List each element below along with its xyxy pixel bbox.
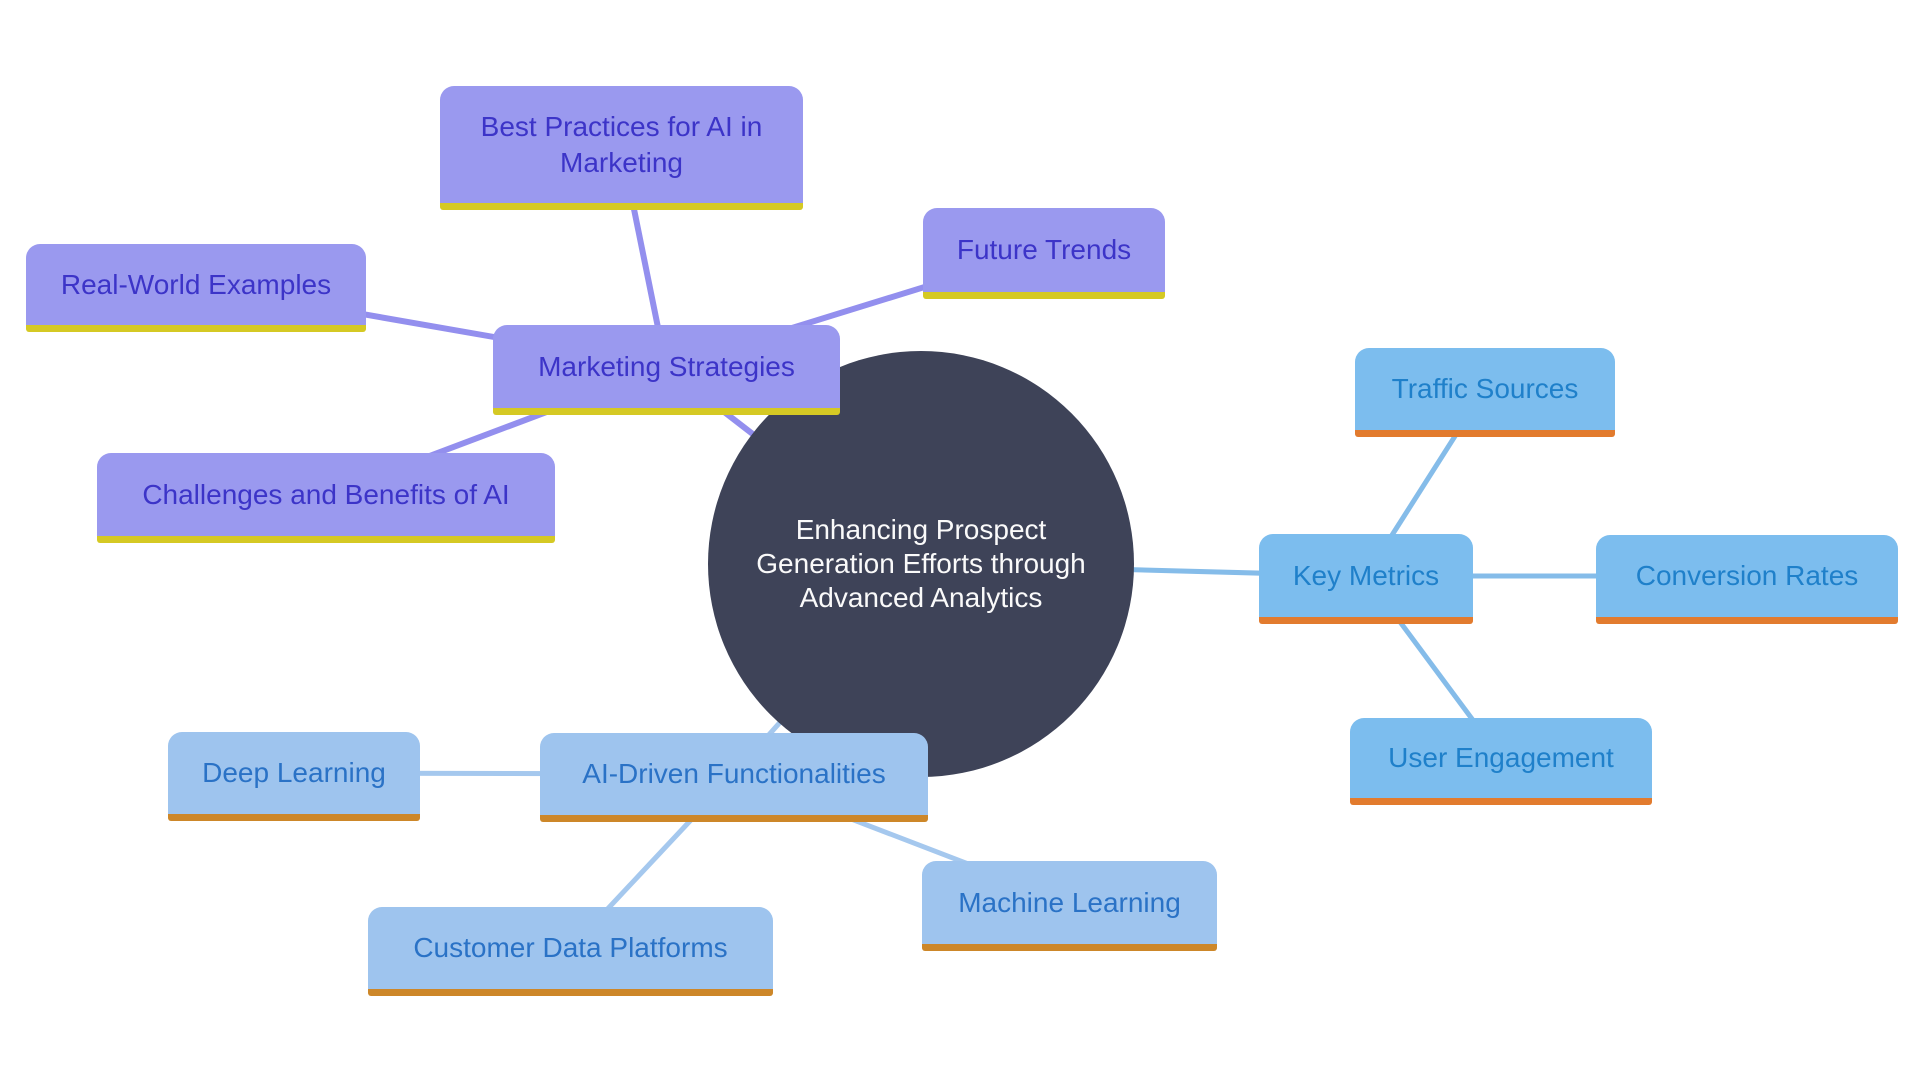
node-traffic-sources[interactable]: Traffic Sources xyxy=(1355,348,1615,437)
node-label: Best Practices for AI in Marketing xyxy=(480,110,763,178)
node-label: Deep Learning xyxy=(202,757,386,788)
node-best-practices-for-ai-in-marketing[interactable]: Best Practices for AI in Marketing xyxy=(440,86,803,210)
node-machine-learning[interactable]: Machine Learning xyxy=(922,861,1217,951)
node-label: Challenges and Benefits of AI xyxy=(142,478,510,510)
node-label: Customer Data Platforms xyxy=(413,932,728,963)
node-conversion-rates[interactable]: Conversion Rates xyxy=(1596,535,1898,624)
node-real-world-examples[interactable]: Real-World Examples xyxy=(26,244,366,332)
node-customer-data-platforms[interactable]: Customer Data Platforms xyxy=(368,907,773,996)
center-title-line: Generation Efforts through xyxy=(756,548,1086,579)
node-label: Future Trends xyxy=(956,234,1132,265)
node-marketing-strategies[interactable]: Marketing Strategies xyxy=(493,325,840,415)
node-future-trends[interactable]: Future Trends xyxy=(923,208,1165,299)
node-ai-driven-functionalities[interactable]: AI-Driven Functionalities xyxy=(540,733,928,822)
node-challenges-and-benefits-of-ai[interactable]: Challenges and Benefits of AI xyxy=(97,453,555,543)
node-label: Machine Learning xyxy=(958,886,1181,918)
node-label: Marketing Strategies xyxy=(538,350,795,382)
node-label: Traffic Sources xyxy=(1391,373,1579,404)
node-label: AI-Driven Functionalities xyxy=(582,758,886,789)
node-center[interactable]: Enhancing Prospect Generation Efforts th… xyxy=(708,351,1134,777)
center-title-line: Advanced Analytics xyxy=(799,582,1043,613)
node-label: User Engagement xyxy=(1388,742,1614,773)
node-label: Key Metrics xyxy=(1292,559,1440,591)
node-label: Conversion Rates xyxy=(1635,560,1859,591)
node-user-engagement[interactable]: User Engagement xyxy=(1350,718,1652,805)
node-deep-learning[interactable]: Deep Learning xyxy=(168,732,420,821)
node-key-metrics[interactable]: Key Metrics xyxy=(1259,534,1473,624)
center-title-line: Enhancing Prospect xyxy=(795,514,1047,545)
node-label: Real-World Examples xyxy=(60,268,332,300)
